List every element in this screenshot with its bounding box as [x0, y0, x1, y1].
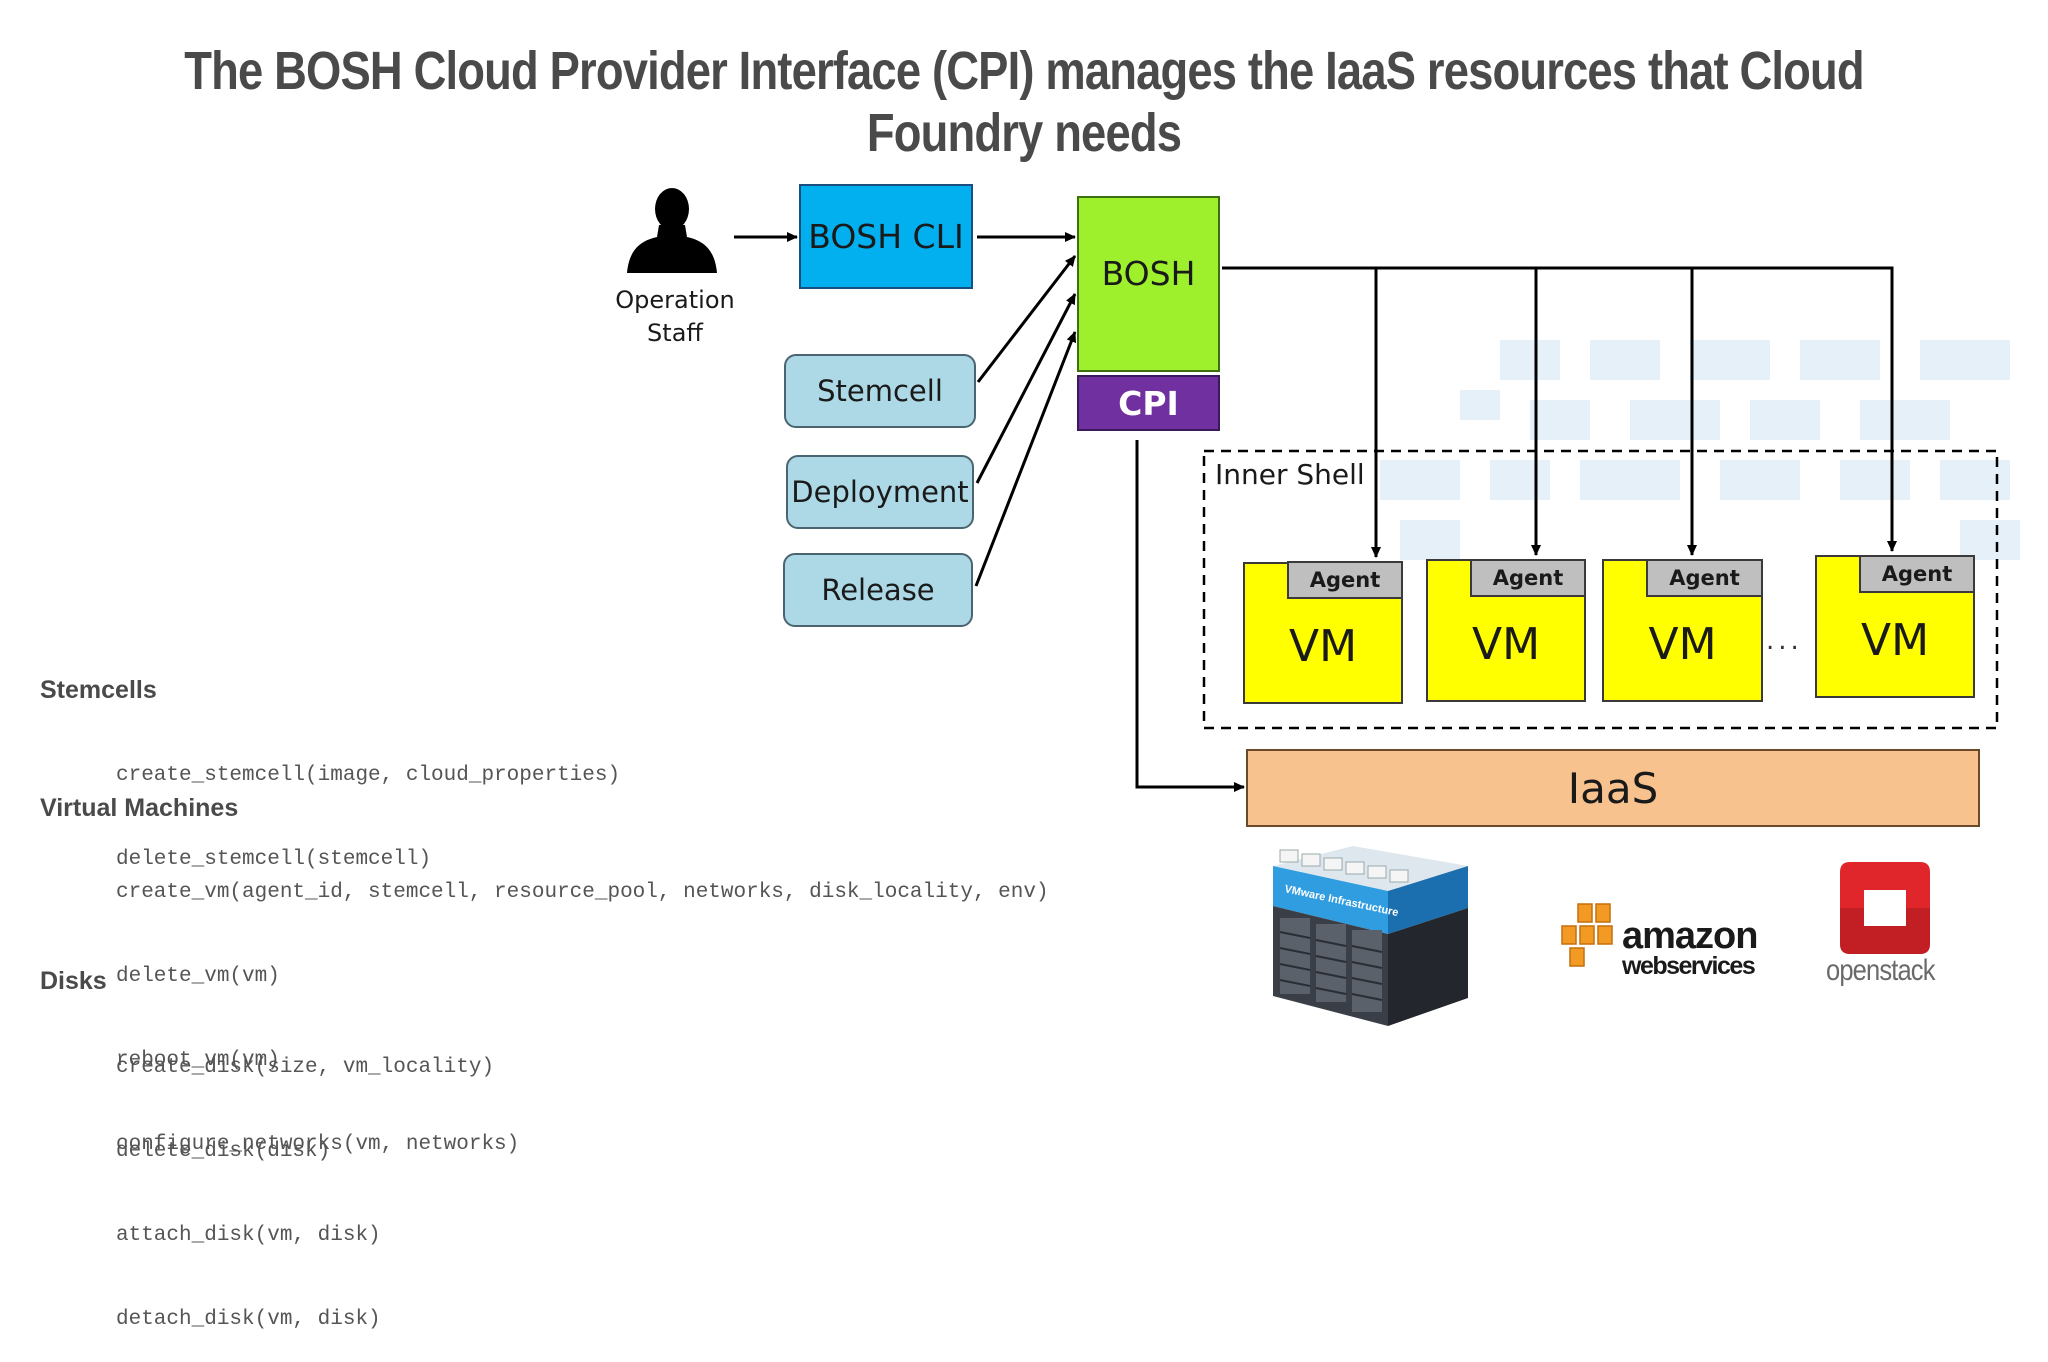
page-title: The BOSH Cloud Provider Interface (CPI) … [184, 41, 1864, 163]
operation-staff-line1: Operation [615, 286, 735, 314]
deployment-box: Deployment [786, 455, 974, 529]
aws-logo-text: amazon webservices [1622, 915, 1758, 980]
agent-box: Agent [1287, 561, 1403, 599]
section-heading-disks: Disks [40, 967, 107, 995]
arrow-cpi-to-iaas [1135, 440, 1245, 792]
code-stemcells: create_stemcell(image, cloud_properties)… [116, 706, 620, 902]
code-line: delete_vm(vm) [116, 965, 280, 988]
inner-shell-boundary [1202, 449, 1999, 730]
aws-name: amazon [1622, 915, 1758, 957]
openstack-logo-icon [1840, 862, 1930, 954]
code-disks: create_disk(size, vm_locality) delete_di… [116, 998, 494, 1362]
code-line: delete_stemcell(stemcell) [116, 848, 432, 871]
arrow-release-to-bosh [974, 331, 1077, 587]
arrow-deployment-to-bosh [975, 293, 1077, 484]
aws-subname: webservices [1622, 952, 1756, 980]
stemcell-box: Stemcell [784, 354, 976, 428]
code-line: create_stemcell(image, cloud_properties) [116, 764, 621, 787]
operation-staff-line2: Staff [647, 319, 703, 347]
person-icon [627, 188, 717, 273]
operation-staff-label: Operation Staff [600, 284, 750, 350]
connectors [734, 232, 1999, 792]
code-virtual-machines: create_vm(agent_id, stemcell, resource_p… [116, 823, 1049, 1187]
inner-shell-label: Inner Shell [1215, 458, 1365, 491]
vmware-logo: VMware Infrastructure [1273, 846, 1468, 1026]
agent-box: Agent [1470, 559, 1586, 597]
code-line: create_vm(agent_id, stemcell, resource_p… [116, 881, 1049, 904]
release-box: Release [783, 553, 973, 627]
code-line: reboot_vm(vm) [116, 1049, 280, 1072]
code-line: configure_networks(vm, networks) [116, 1133, 520, 1156]
code-line: create_disk(size, vm_locality) [116, 1056, 495, 1079]
code-line: delete_disk(disk) [116, 1140, 331, 1163]
background-decoration [1380, 340, 2020, 560]
agent-box: Agent [1859, 555, 1975, 593]
bosh-agent-bus [1222, 266, 1897, 552]
vm-ellipsis: ... [1766, 626, 1803, 656]
code-line: detach_disk(vm, disk) [116, 1308, 381, 1331]
code-line: attach_disk(vm, disk) [116, 1224, 381, 1247]
cpi-box: CPI [1077, 375, 1220, 431]
section-heading-virtual-machines: Virtual Machines [40, 794, 239, 822]
section-heading-stemcells: Stemcells [40, 676, 157, 704]
arrow-stemcell-to-bosh [976, 255, 1077, 383]
openstack-logo-text: openstack [1826, 954, 1935, 987]
agent-box: Agent [1646, 559, 1763, 597]
bosh-box: BOSH [1077, 196, 1220, 372]
aws-logo-icon [1561, 903, 1613, 967]
bosh-cli-box: BOSH CLI [799, 184, 973, 289]
iaas-box: IaaS [1246, 749, 1980, 827]
